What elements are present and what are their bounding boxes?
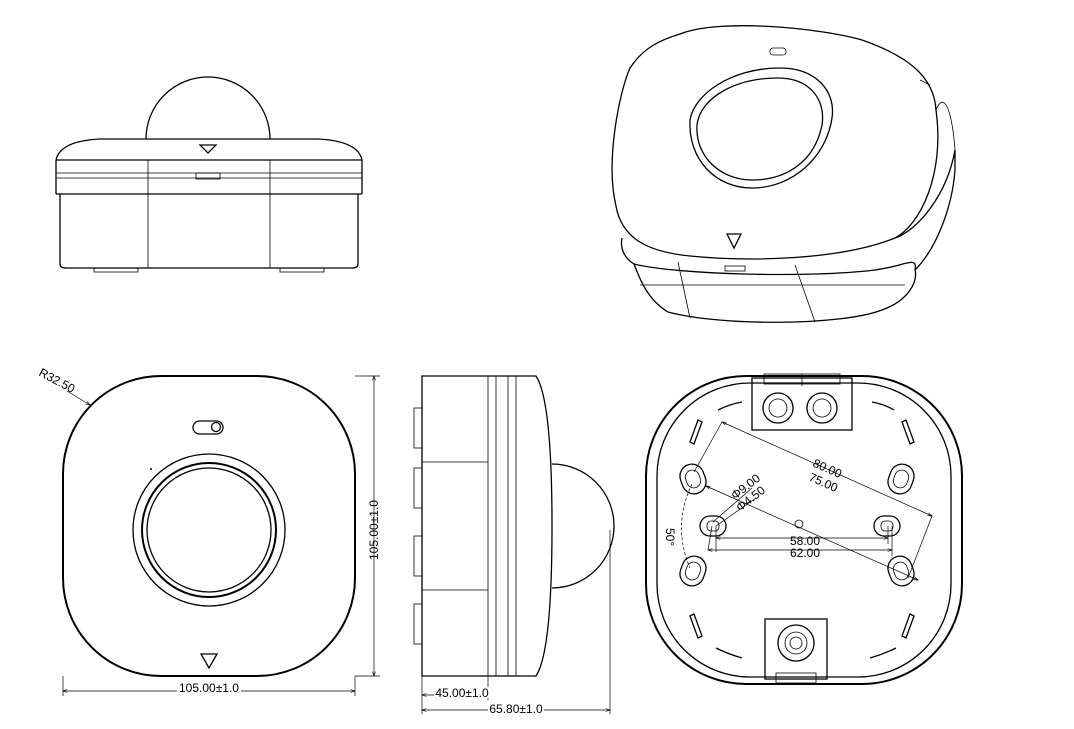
angle-label: 50° bbox=[663, 528, 677, 546]
front-view: 105.00±1.0 105.00±1.0 R32.50 bbox=[37, 365, 381, 696]
width-dimension-label: 105.00±1.0 bbox=[179, 681, 239, 695]
side-view bbox=[55, 76, 363, 273]
isometric-view bbox=[611, 25, 956, 323]
side-section-view: 45.00±1.0 65.80±1.0 bbox=[413, 375, 615, 716]
radius-dimension-label: R32.50 bbox=[37, 365, 78, 396]
slot-spacing-outer-label: 62.00 bbox=[790, 546, 820, 560]
slot-spacing-inner-label: 58.00 bbox=[790, 534, 820, 548]
depth-base-label: 45.00±1.0 bbox=[435, 686, 489, 700]
depth-total-label: 65.80±1.0 bbox=[489, 702, 543, 716]
back-view: 80.00 75.00 58.00 62.00 Φ9.00 Φ4.50 50° bbox=[645, 373, 963, 685]
height-dimension-label: 105.00±1.0 bbox=[367, 500, 381, 560]
